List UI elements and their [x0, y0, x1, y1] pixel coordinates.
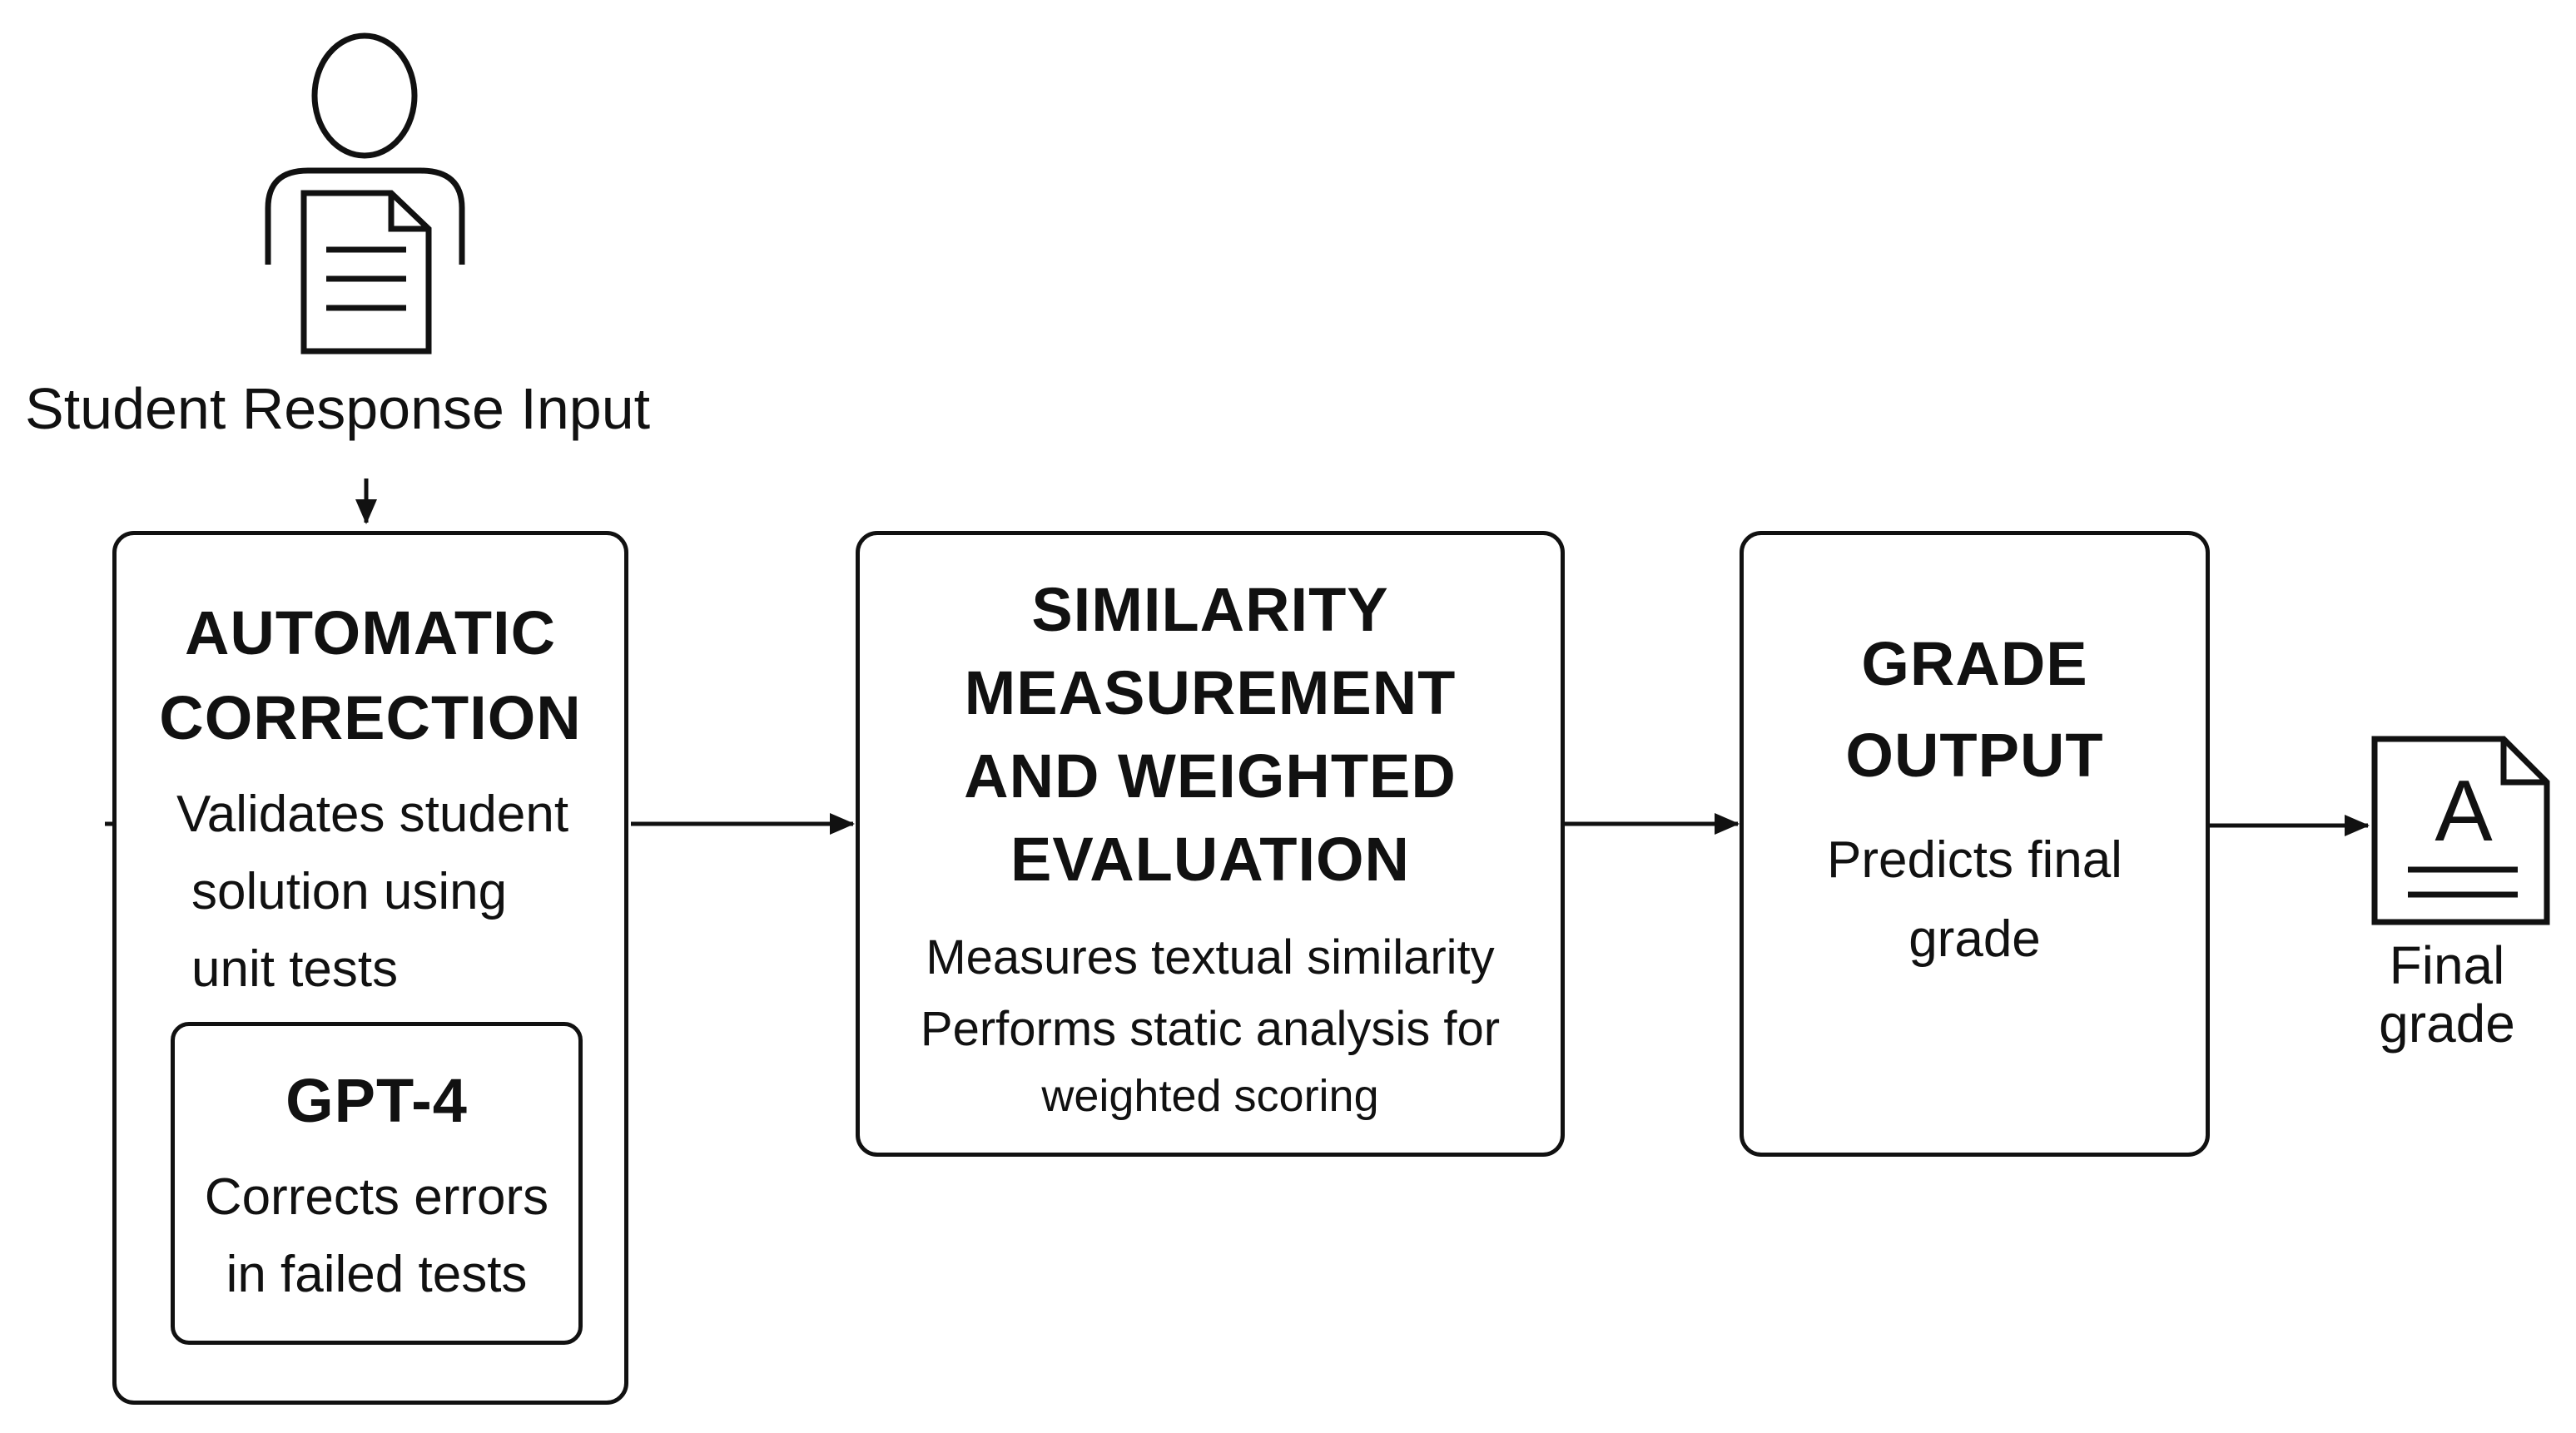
- similarity-desc-line1: Measures textual similarity: [926, 930, 1495, 984]
- automatic-correction-box: AUTOMATIC CORRECTION Validates student s…: [112, 531, 628, 1405]
- final-grade-label-line2: grade: [2379, 994, 2515, 1054]
- automatic-correction-desc-line2: solution using: [191, 863, 508, 920]
- automatic-correction-title-line2: CORRECTION: [159, 683, 582, 752]
- final-grade-label-line1: Final: [2389, 935, 2505, 995]
- automatic-correction-desc-line1: Validates student: [176, 786, 569, 843]
- gpt4-desc-line2: in failed tests: [226, 1246, 528, 1303]
- automatic-correction-desc-line3: unit tests: [191, 940, 399, 998]
- automatic-correction-title-line1: AUTOMATIC: [184, 598, 557, 667]
- gpt4-box: GPT-4 Corrects errors in failed tests: [171, 1022, 583, 1345]
- similarity-title-line2: MEASUREMENT: [964, 658, 1457, 727]
- similarity-measurement-box: SIMILARITY MEASUREMENT AND WEIGHTED EVAL…: [856, 531, 1565, 1157]
- grade-output-title-line1: GRADE: [1861, 629, 2088, 698]
- grade-output-desc-line2: grade: [1908, 910, 2041, 968]
- student-response-label: Student Response Input: [25, 376, 651, 441]
- similarity-title-line3: AND WEIGHTED: [964, 741, 1457, 811]
- similarity-title-line1: SIMILARITY: [1031, 575, 1389, 644]
- final-grade-document-icon: [2371, 736, 2550, 925]
- grade-output-desc-line1: Predicts final: [1827, 831, 2122, 889]
- gpt4-desc-line1: Corrects errors: [204, 1168, 549, 1226]
- similarity-desc-line2: Performs static analysis for: [920, 1002, 1501, 1056]
- similarity-title-line4: EVALUATION: [1010, 825, 1410, 894]
- similarity-desc-line3: weighted scoring: [1041, 1071, 1379, 1121]
- final-grade-letter: A: [2435, 763, 2493, 860]
- gpt4-title: GPT-4: [285, 1066, 468, 1135]
- grade-output-box: GRADE OUTPUT Predicts final grade: [1740, 531, 2210, 1157]
- student-person-icon: [265, 32, 465, 355]
- grade-output-title-line2: OUTPUT: [1845, 721, 2104, 790]
